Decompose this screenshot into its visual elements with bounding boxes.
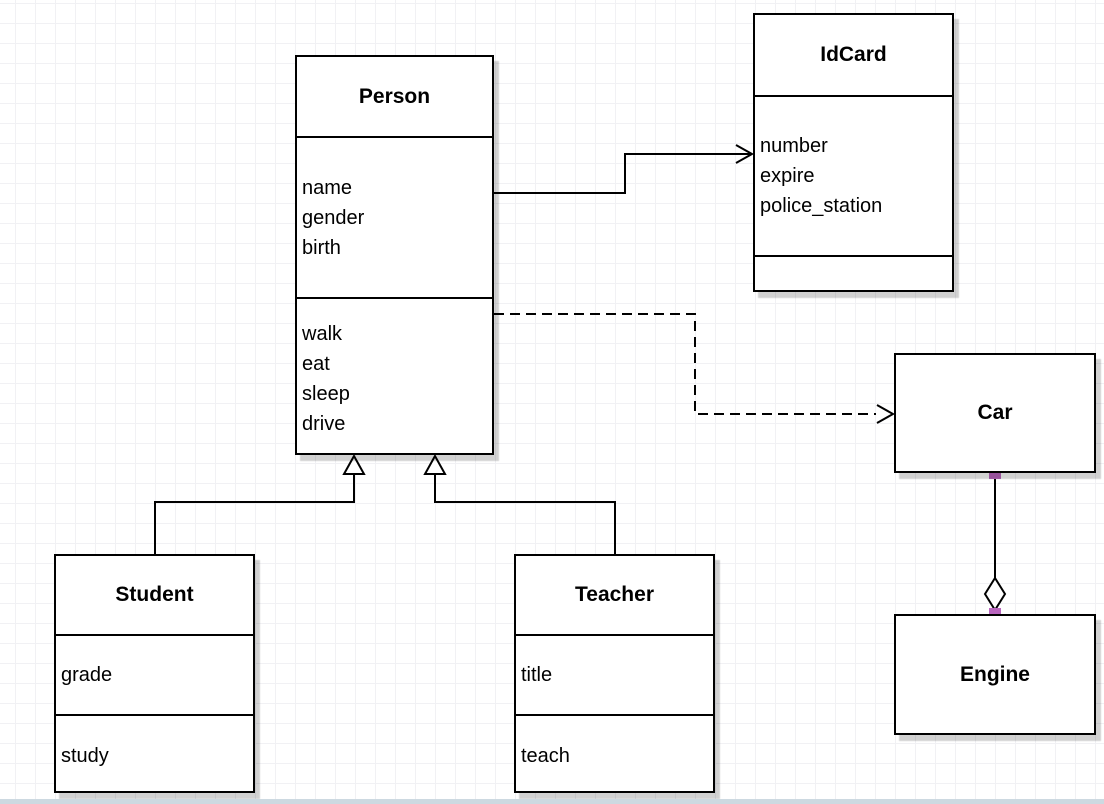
- diamond-arrowhead-engine: [983, 576, 1007, 612]
- attribute-label[interactable]: name: [302, 176, 353, 199]
- class-box-idcard[interactable]: IdCard number expire police_station: [753, 13, 954, 292]
- attribute-label[interactable]: title: [521, 664, 553, 686]
- open-arrowhead-idcard: [735, 144, 755, 164]
- method-label[interactable]: study: [61, 744, 109, 767]
- attribute-label[interactable]: police_station: [760, 195, 883, 217]
- horizontal-scrollbar[interactable]: [0, 799, 1104, 804]
- method-label[interactable]: walk: [302, 323, 343, 345]
- attribute-label[interactable]: expire: [760, 165, 815, 187]
- triangle-arrowhead-teacher: [423, 453, 447, 475]
- class-title[interactable]: IdCard: [820, 43, 887, 66]
- methods-compartment[interactable]: walk eat sleep drive: [297, 297, 492, 459]
- class-title[interactable]: Car: [977, 401, 1013, 424]
- class-title[interactable]: Teacher: [575, 583, 654, 606]
- generalization-student-person[interactable]: [154, 474, 355, 554]
- attributes-compartment[interactable]: grade: [56, 634, 253, 714]
- method-label[interactable]: sleep: [302, 383, 350, 405]
- generalization-teacher-person[interactable]: [434, 474, 616, 554]
- triangle-arrowhead-student: [342, 453, 366, 475]
- methods-compartment[interactable]: teach: [516, 714, 713, 795]
- open-arrowhead-car: [876, 404, 896, 424]
- class-box-teacher[interactable]: Teacher title teach: [514, 554, 715, 793]
- attribute-label[interactable]: birth: [302, 236, 341, 259]
- class-box-person[interactable]: Person name gender birth walk eat sleep …: [295, 55, 494, 455]
- dependency-person-car[interactable]: [494, 313, 876, 415]
- methods-compartment[interactable]: study: [56, 714, 253, 795]
- attribute-label[interactable]: grade: [61, 664, 113, 686]
- method-label[interactable]: eat: [302, 353, 330, 375]
- attributes-compartment[interactable]: name gender birth: [297, 136, 492, 297]
- attribute-label[interactable]: gender: [302, 206, 365, 229]
- association-person-idcard[interactable]: [494, 153, 750, 194]
- class-box-student[interactable]: Student grade study: [54, 554, 255, 793]
- class-box-car[interactable]: Car: [894, 353, 1096, 473]
- attributes-compartment[interactable]: title: [516, 634, 713, 714]
- class-box-engine[interactable]: Engine: [894, 614, 1096, 735]
- attributes-compartment[interactable]: number expire police_station: [755, 95, 952, 255]
- methods-compartment-empty[interactable]: [755, 255, 952, 296]
- method-label[interactable]: teach: [521, 744, 570, 767]
- class-title[interactable]: Engine: [959, 662, 1030, 686]
- attribute-label[interactable]: number: [760, 135, 828, 157]
- class-title[interactable]: Student: [115, 583, 194, 606]
- class-title[interactable]: Person: [358, 84, 431, 108]
- method-label[interactable]: drive: [302, 413, 346, 435]
